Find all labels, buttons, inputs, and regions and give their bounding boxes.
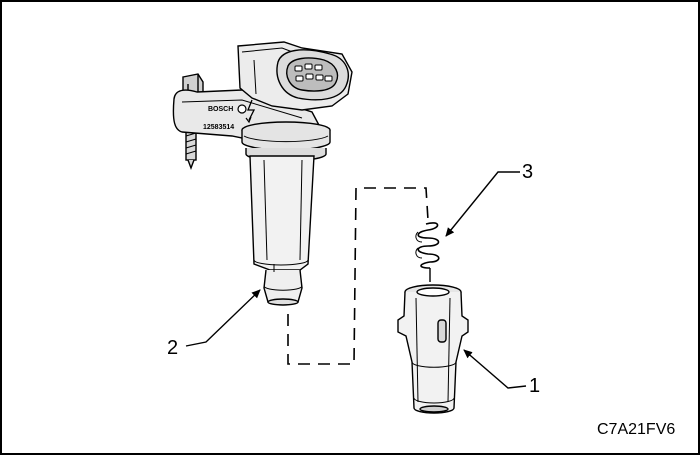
- leader-line-2: [185, 289, 261, 347]
- leader-line-3: [445, 171, 520, 237]
- coil-part-number-text: 12583514: [203, 124, 234, 131]
- spring: [415, 222, 440, 282]
- callout-number-2: 2: [167, 337, 178, 359]
- marking-circle: [237, 104, 247, 114]
- ignition-coil: [172, 41, 353, 306]
- callout-number-3: 3: [522, 161, 533, 183]
- figure-code: C7A21FV6: [597, 421, 675, 438]
- callout-number-1: 1: [529, 375, 540, 397]
- alignment-dashed-line: [287, 187, 429, 365]
- coil-boot: [249, 155, 315, 306]
- coil-connector: [276, 49, 349, 101]
- coil-brand-text: BOSCH: [208, 106, 233, 113]
- spark-plug-boot: [397, 284, 469, 414]
- coil-collar: [241, 121, 331, 162]
- lightning-bolt-icon: [247, 99, 256, 121]
- leader-line-1: [463, 349, 527, 389]
